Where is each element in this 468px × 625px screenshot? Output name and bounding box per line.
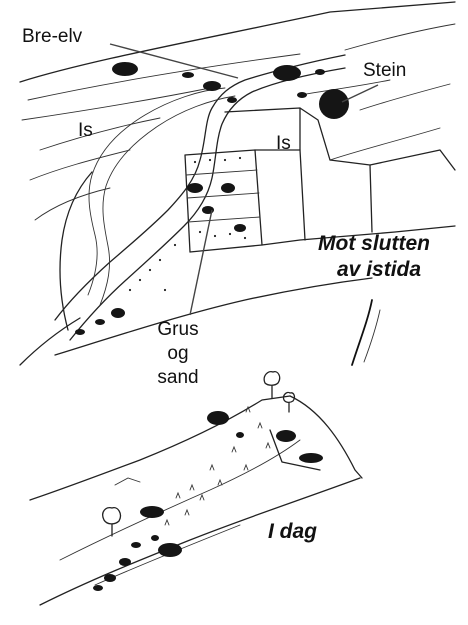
ice-flow-line bbox=[30, 150, 130, 180]
tree-icon bbox=[264, 372, 279, 398]
ice-edge-left bbox=[55, 278, 372, 355]
stone bbox=[158, 543, 182, 557]
stone bbox=[93, 585, 103, 591]
ice-flow-line bbox=[40, 118, 160, 150]
sediment-layer bbox=[188, 217, 260, 222]
stone bbox=[297, 92, 307, 98]
esker-crest bbox=[60, 440, 300, 560]
label-i-dag: I dag bbox=[268, 520, 317, 544]
ice-age-scene bbox=[20, 2, 455, 365]
ground-mark bbox=[115, 478, 140, 485]
label-av-istida: av istida bbox=[337, 258, 421, 282]
stone bbox=[319, 89, 349, 119]
river-bank bbox=[70, 68, 345, 340]
sediment-layer bbox=[187, 193, 259, 198]
stone bbox=[104, 574, 116, 582]
label-og: og bbox=[150, 342, 206, 366]
ice-flow-line bbox=[360, 84, 450, 110]
label-mot-slutten: Mot slutten bbox=[318, 232, 430, 256]
tree-icon bbox=[284, 392, 295, 412]
ice-crack bbox=[364, 310, 380, 362]
stone bbox=[299, 453, 323, 463]
label-is-right: Is bbox=[276, 133, 291, 155]
stone bbox=[221, 183, 235, 193]
ice-flow-line bbox=[345, 24, 455, 50]
stone bbox=[273, 65, 301, 81]
stone bbox=[315, 69, 325, 75]
label-grus-og-sand: Grus og sand bbox=[150, 318, 206, 390]
stone bbox=[140, 506, 164, 518]
today-scene bbox=[30, 372, 362, 605]
stone bbox=[276, 430, 296, 442]
stone bbox=[95, 319, 105, 325]
stone bbox=[182, 72, 194, 78]
label-grus: Grus bbox=[150, 318, 206, 342]
label-sand: sand bbox=[150, 366, 206, 390]
stone bbox=[227, 97, 237, 103]
ice-crack bbox=[352, 300, 372, 365]
esker-ridge bbox=[30, 396, 290, 500]
stone bbox=[236, 432, 244, 438]
ice-block-face bbox=[370, 150, 455, 170]
ice-flow-line bbox=[300, 80, 390, 95]
stone bbox=[207, 411, 229, 425]
label-is-left: Is bbox=[78, 120, 93, 142]
ice-flow-line bbox=[22, 88, 210, 120]
leader-grus-og-sand bbox=[190, 210, 212, 315]
stone bbox=[234, 224, 246, 232]
sand-dots bbox=[129, 157, 246, 291]
ice-block-face bbox=[330, 160, 372, 232]
ice-flow-line bbox=[28, 54, 300, 100]
label-stein: Stein bbox=[363, 60, 406, 82]
stone bbox=[203, 81, 221, 91]
stone bbox=[75, 329, 85, 335]
stone bbox=[131, 542, 141, 548]
stone bbox=[111, 308, 125, 318]
stone bbox=[151, 535, 159, 541]
ice-edge-left bbox=[20, 318, 80, 365]
stone bbox=[119, 558, 131, 566]
ice-block-face bbox=[300, 150, 305, 240]
sediment-block bbox=[185, 150, 262, 252]
label-bre-elv: Bre-elv bbox=[22, 26, 82, 48]
stone bbox=[187, 183, 203, 193]
river-braid bbox=[100, 96, 235, 305]
stone bbox=[112, 62, 138, 76]
ice-flow-line bbox=[330, 128, 440, 160]
ice-edge-left bbox=[60, 172, 92, 330]
stone bbox=[202, 206, 214, 214]
